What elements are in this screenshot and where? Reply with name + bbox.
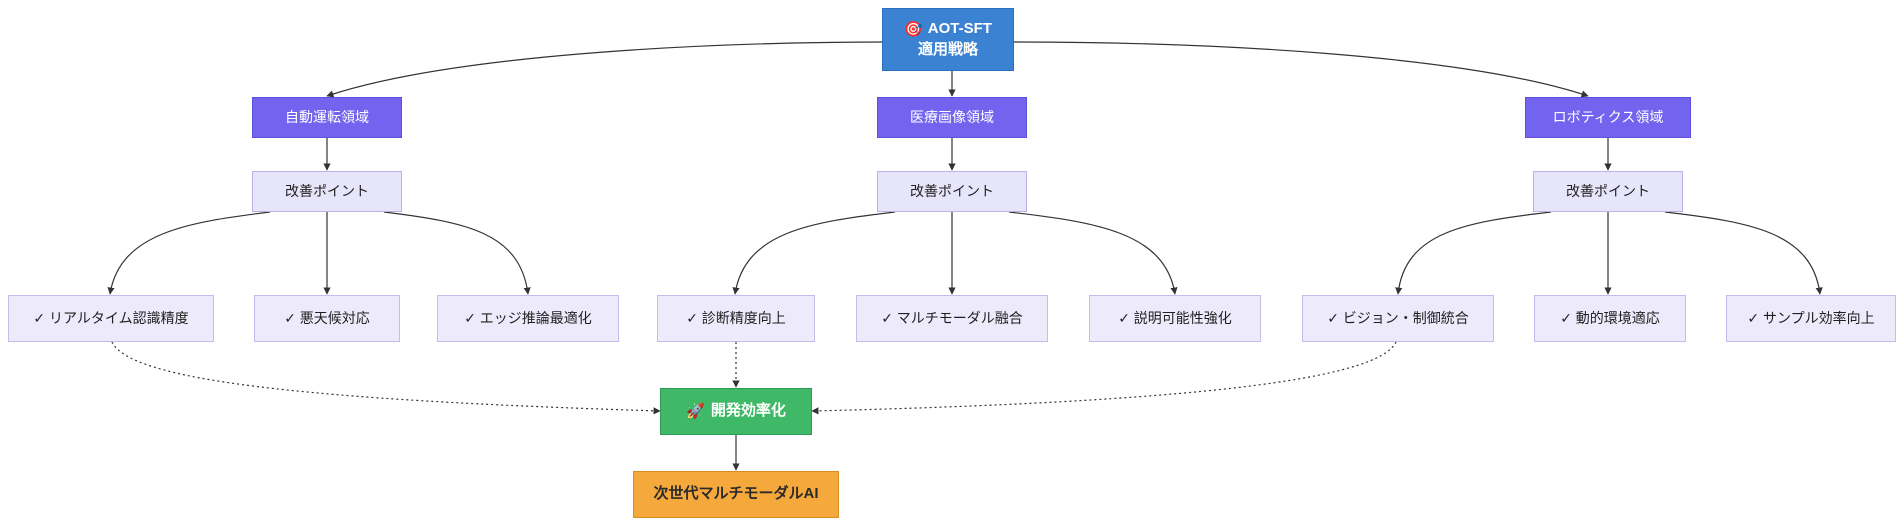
node-mid-improvement-2[interactable]: 改善ポイント — [1533, 171, 1683, 212]
edge-mid-1-to-leaf-5 — [1008, 211, 1178, 295]
node-mid-improvement-1[interactable]: 改善ポイント — [877, 171, 1027, 212]
node-root-subtitle: 適用戦略 — [917, 40, 978, 58]
node-orange-label: 次世代マルチモーダルAI — [653, 485, 819, 503]
node-mid-label: 改善ポイント — [1566, 183, 1650, 200]
node-domain-auto-driving[interactable]: 自動運転領域 — [252, 97, 402, 138]
edge-mid-1-to-leaf-3 — [732, 211, 896, 295]
node-leaf-label: ✓ 診断精度向上 — [686, 310, 786, 327]
edge-root-to-domain-0 — [326, 41, 891, 98]
node-mid-label: 改善ポイント — [910, 183, 994, 200]
node-domain-label: 医療画像領域 — [910, 109, 994, 126]
node-domain-label: 自動運転領域 — [285, 109, 369, 126]
edge-mid-0-to-leaf-0 — [107, 211, 271, 295]
node-mid-improvement-0[interactable]: 改善ポイント — [252, 171, 402, 212]
node-green-label: 開発効率化 — [710, 402, 786, 420]
edge-leaf-6-to-green-dotted — [811, 341, 1397, 415]
node-root-title: AOT-SFT — [927, 20, 992, 38]
node-leaf-diagnostic-accuracy[interactable]: ✓ 診断精度向上 — [657, 295, 815, 342]
node-leaf-sample-efficiency[interactable]: ✓ サンプル効率向上 — [1726, 295, 1896, 342]
node-leaf-dynamic-environment[interactable]: ✓ 動的環境適応 — [1534, 295, 1686, 342]
node-leaf-label: ✓ 動的環境適応 — [1560, 310, 1660, 327]
rocket-icon: 🚀 — [686, 403, 705, 420]
node-leaf-bad-weather[interactable]: ✓ 悪天候対応 — [254, 295, 400, 342]
node-leaf-label: ✓ リアルタイム認識精度 — [33, 310, 189, 327]
node-leaf-label: ✓ エッジ推論最適化 — [464, 310, 592, 327]
node-domain-label: ロボティクス領域 — [1552, 109, 1664, 126]
edge-root-to-domain-2 — [1013, 41, 1589, 98]
node-leaf-vision-control[interactable]: ✓ ビジョン・制御統合 — [1302, 295, 1494, 342]
edge-mid-2-to-leaf-8 — [1664, 211, 1823, 295]
node-leaf-explainability[interactable]: ✓ 説明可能性強化 — [1089, 295, 1261, 342]
node-domain-robotics[interactable]: ロボティクス領域 — [1525, 97, 1691, 138]
node-leaf-label: ✓ マルチモーダル融合 — [881, 310, 1023, 327]
target-icon: 🎯 — [904, 20, 923, 38]
edge-mid-2-to-leaf-6 — [1395, 211, 1552, 295]
edge-leaf-0-to-green-dotted — [111, 341, 661, 415]
node-leaf-label: ✓ ビジョン・制御統合 — [1327, 310, 1469, 327]
node-leaf-realtime-recognition[interactable]: ✓ リアルタイム認識精度 — [8, 295, 214, 342]
node-leaf-label: ✓ サンプル効率向上 — [1747, 310, 1875, 327]
node-development-efficiency[interactable]: 🚀 開発効率化 — [660, 388, 812, 435]
node-root-line1: 🎯 AOT-SFT — [904, 19, 992, 39]
node-domain-medical-imaging[interactable]: 医療画像領域 — [877, 97, 1027, 138]
node-root[interactable]: 🎯 AOT-SFT 適用戦略 — [882, 8, 1014, 71]
node-mid-label: 改善ポイント — [285, 183, 369, 200]
node-leaf-label: ✓ 悪天候対応 — [284, 310, 370, 327]
node-leaf-edge-inference[interactable]: ✓ エッジ推論最適化 — [437, 295, 619, 342]
node-leaf-label: ✓ 説明可能性強化 — [1118, 310, 1232, 327]
node-next-gen-multimodal-ai[interactable]: 次世代マルチモーダルAI — [633, 471, 839, 518]
edge-mid-0-to-leaf-2 — [383, 211, 531, 295]
node-green-line1: 🚀 開発効率化 — [686, 401, 786, 421]
node-leaf-multimodal-fusion[interactable]: ✓ マルチモーダル融合 — [856, 295, 1048, 342]
